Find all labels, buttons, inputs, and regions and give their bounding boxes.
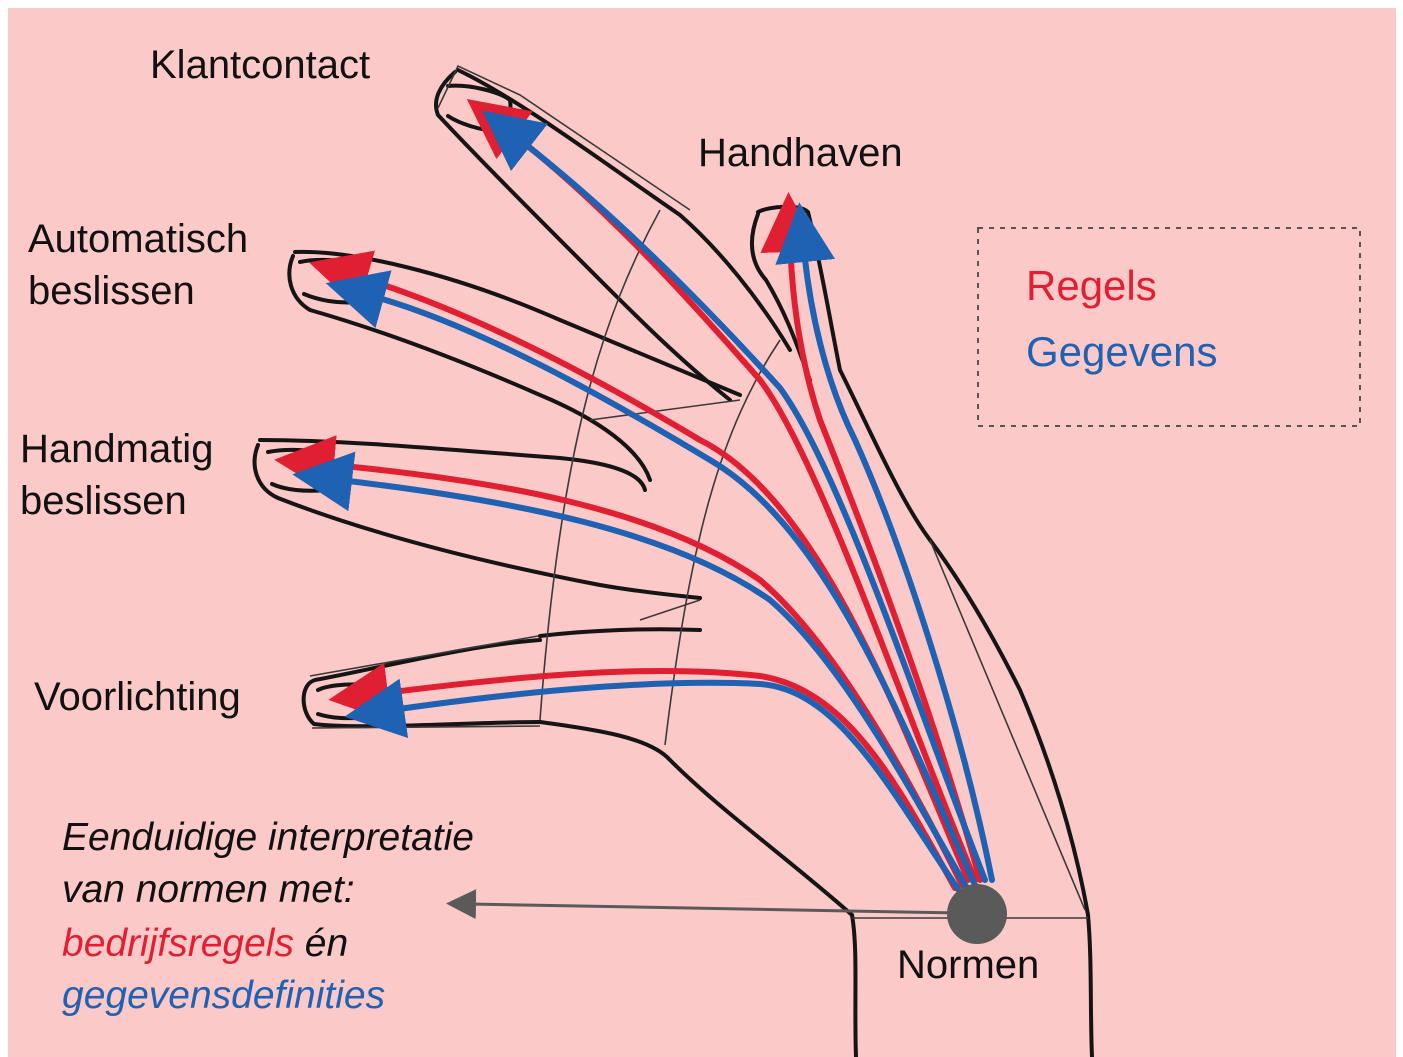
note-line2: van normen met:: [62, 868, 355, 911]
note-en: én: [294, 922, 348, 965]
note-line3: bedrijfsregels én: [62, 922, 348, 965]
note-bedrijfsregels: bedrijfsregels: [62, 922, 294, 965]
normen-hub: [947, 884, 1007, 944]
label-handmatig-line2: beslissen: [20, 479, 187, 523]
label-automatisch-line2: beslissen: [28, 269, 195, 313]
label-automatisch-line1: Automatisch: [28, 217, 248, 261]
label-normen: Normen: [897, 943, 1039, 987]
label-voorlichting: Voorlichting: [34, 675, 241, 719]
legend-gegevens: Gegevens: [1026, 328, 1217, 375]
label-handhaven: Handhaven: [698, 131, 903, 175]
legend-regels: Regels: [1026, 262, 1157, 309]
note-line1: Eenduidige interpretatie: [62, 816, 474, 859]
note-gegevensdefinities: gegevensdefinities: [62, 974, 385, 1017]
label-handmatig-line1: Handmatig: [20, 427, 213, 471]
label-klantcontact: Klantcontact: [150, 43, 370, 87]
